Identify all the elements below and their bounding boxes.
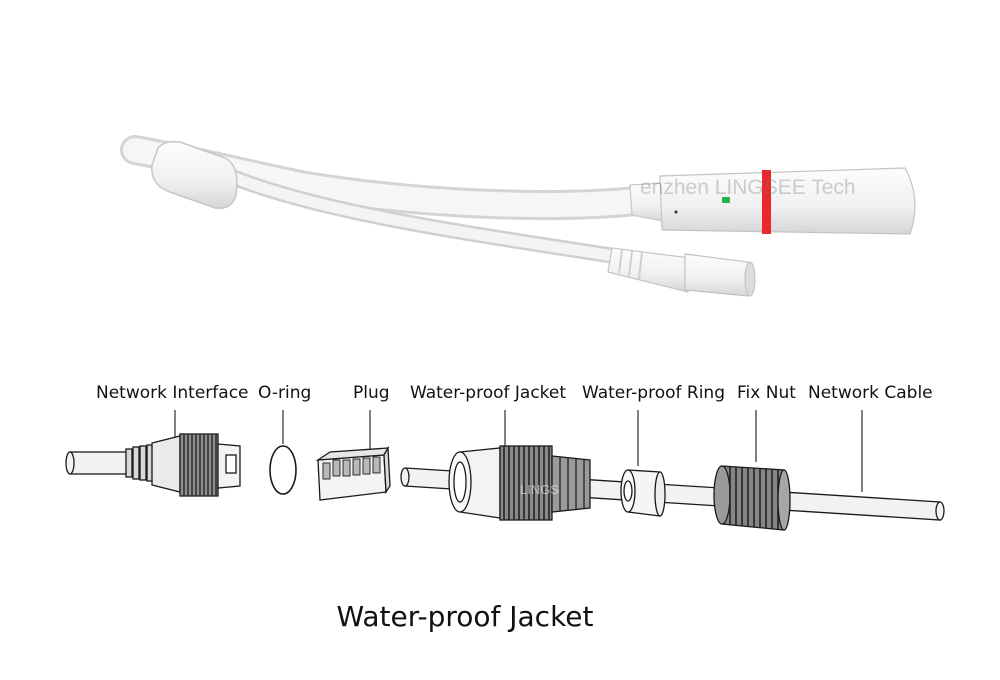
splitter-junction [151,140,238,209]
label-fix-nut: Fix Nut [737,383,796,403]
fix-nut-part [713,465,791,531]
label-plug: Plug [353,383,390,403]
water-proof-jacket-part [448,445,591,521]
red-ring-stripe [762,170,771,234]
poe-splitter-photo [120,135,916,297]
label-network-interface: Network Interface [96,383,249,403]
diagram-caption: Water-proof Jacket [336,600,594,633]
label-o-ring: O-ring [258,383,312,403]
photo-watermark: enzhen LINGSEE Tech [640,176,856,199]
green-led [722,197,730,203]
exploded-view-drawing [65,410,945,531]
dc-jack-connector [607,247,756,297]
label-network-cable: Network Cable [808,383,933,403]
network-interface-part [65,433,241,497]
label-water-proof-jacket: Water-proof Jacket [410,383,567,403]
label-water-proof-ring: Water-proof Ring [582,383,725,403]
jacket-watermark: LINGS [520,482,560,497]
rj45-waterproof-housing [629,167,916,235]
water-proof-ring-part [620,469,666,517]
rj45-plug-part [315,445,391,501]
o-ring-part [269,445,297,495]
